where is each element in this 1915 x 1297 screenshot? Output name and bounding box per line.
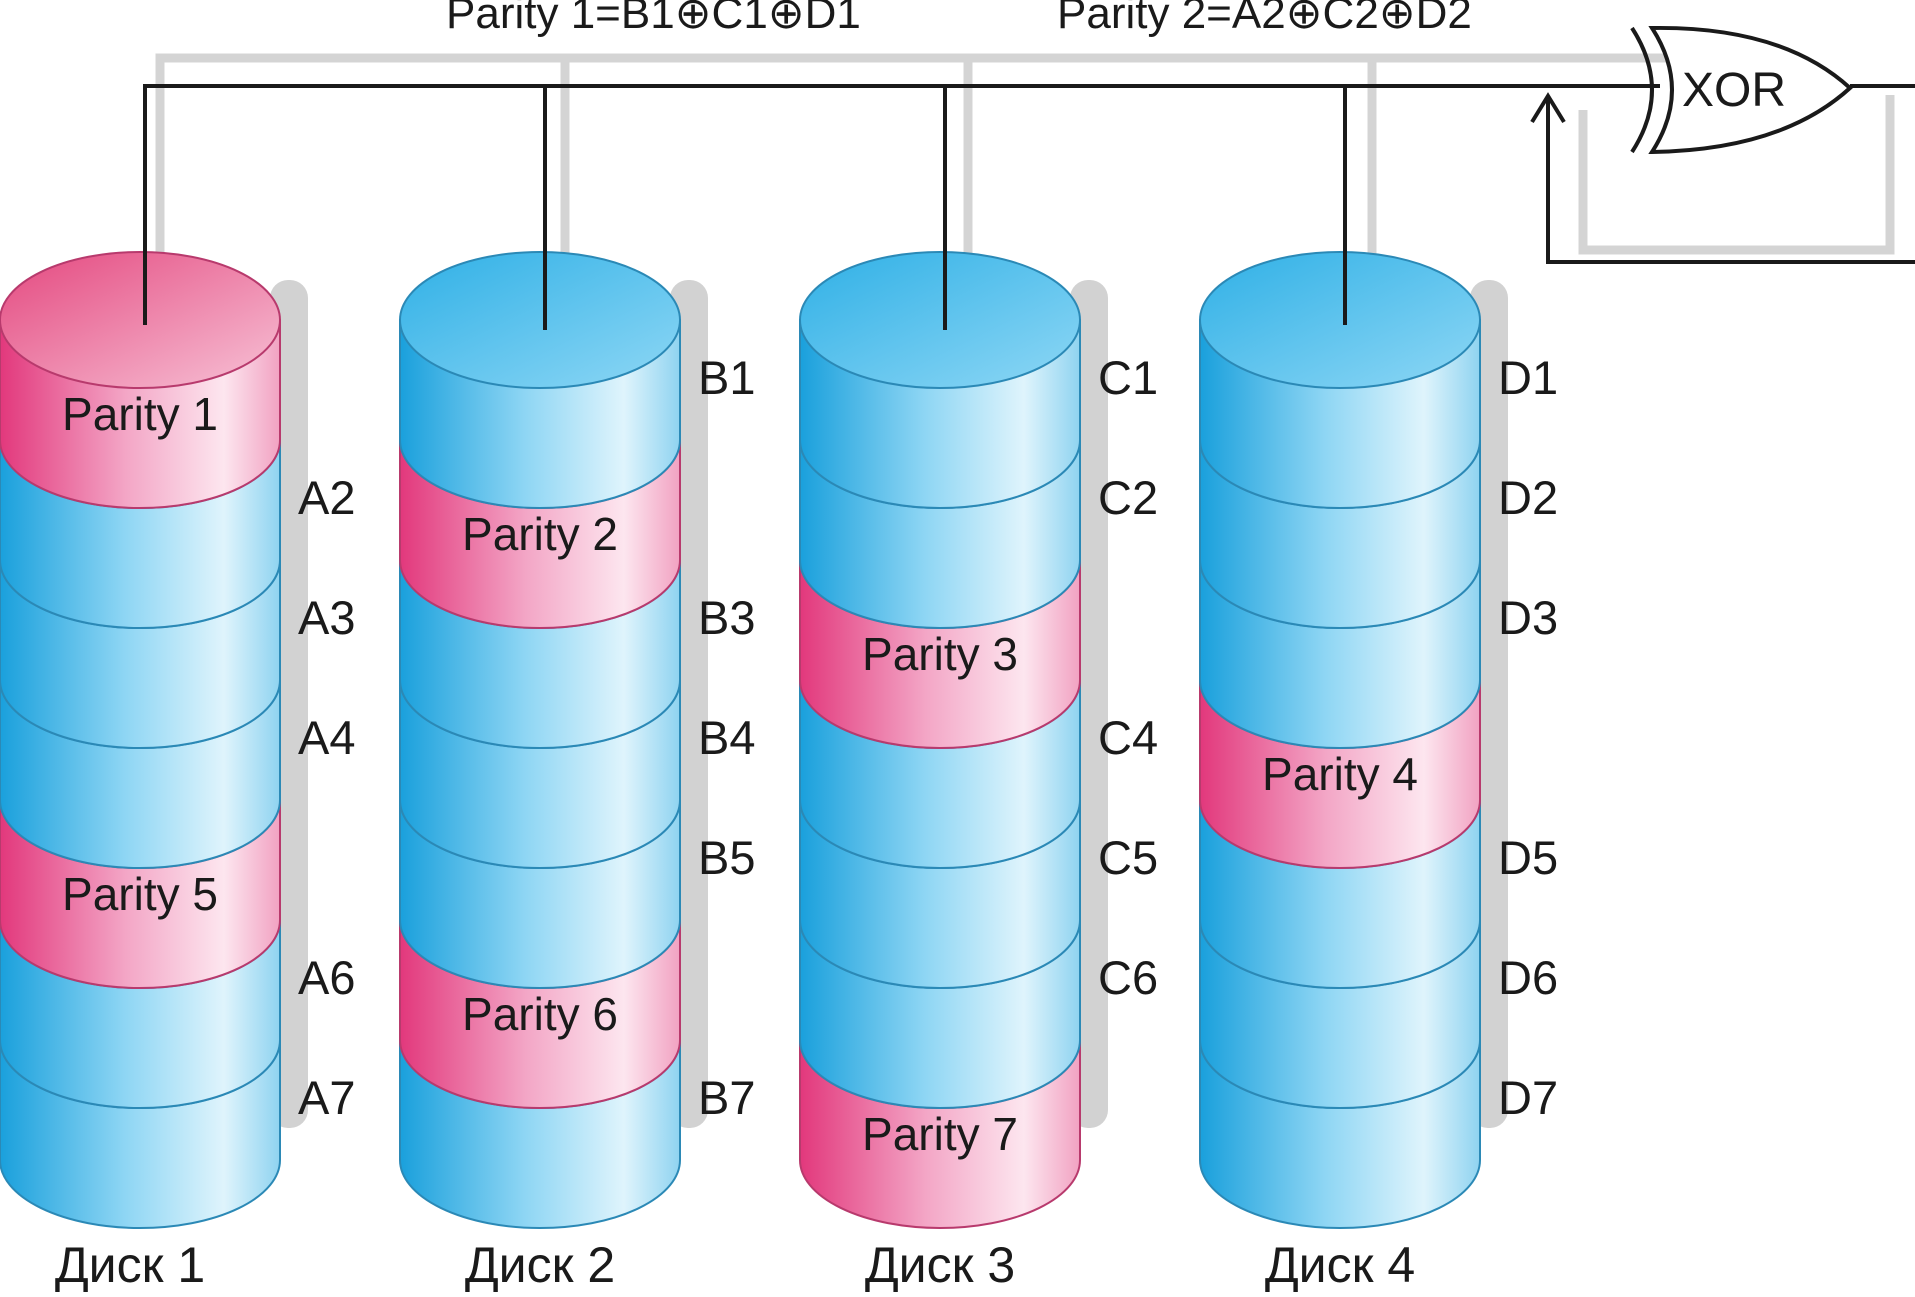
- data-block: [399, 251, 681, 509]
- wire-shadows: [155, 53, 1895, 255]
- data-block: [1199, 251, 1481, 509]
- block-label: B4: [698, 711, 756, 764]
- block-label: D3: [1498, 591, 1558, 644]
- disk2-label: Диск 2: [465, 1237, 615, 1293]
- block-label: B5: [698, 831, 756, 884]
- block-label: D1: [1498, 351, 1558, 404]
- block-label: C5: [1098, 831, 1158, 884]
- block-label: D7: [1498, 1071, 1558, 1124]
- disk1-stack: [0, 251, 281, 1229]
- block-label: A7: [298, 1071, 356, 1124]
- parity1-formula: Parity 1=B1⊕C1⊕D1: [446, 0, 861, 38]
- block-label: A3: [298, 591, 356, 644]
- disk1-label: Диск 1: [55, 1237, 205, 1293]
- disk3-label: Диск 3: [865, 1237, 1015, 1293]
- block-label: C6: [1098, 951, 1158, 1004]
- block-label: D5: [1498, 831, 1558, 884]
- block-label: C2: [1098, 471, 1158, 524]
- parity-label: Parity 4: [1262, 748, 1418, 800]
- feedback-arrow-icon: [1530, 92, 1566, 124]
- block-label: B1: [698, 351, 756, 404]
- block-top: [1199, 251, 1481, 389]
- block-top: [399, 251, 681, 389]
- parity-label: Parity 2: [462, 508, 618, 560]
- parity-block: [0, 251, 281, 509]
- block-label: A6: [298, 951, 356, 1004]
- parity-label: Parity 5: [62, 868, 218, 920]
- parity-label: Parity 6: [462, 988, 618, 1040]
- disk3-stack: [799, 251, 1081, 1229]
- disk4-label: Диск 4: [1265, 1237, 1415, 1293]
- xor-label: XOR: [1682, 64, 1786, 117]
- xor-gate: XOR: [1630, 25, 1853, 155]
- parity-label: Parity 7: [862, 1108, 1018, 1160]
- parity-label: Parity 1: [62, 388, 218, 440]
- block-label: D6: [1498, 951, 1558, 1004]
- block-label: C1: [1098, 351, 1158, 404]
- block-top: [0, 251, 281, 389]
- block-top: [799, 251, 1081, 389]
- block-label: A2: [298, 471, 356, 524]
- block-label: D2: [1498, 471, 1558, 524]
- xor-input-curve: [1630, 26, 1654, 154]
- data-block: [799, 251, 1081, 509]
- xor-gate-body: [1648, 25, 1853, 155]
- bus-wires: [143, 84, 1915, 330]
- bus-line: [143, 84, 1660, 325]
- parity-label: Parity 3: [862, 628, 1018, 680]
- block-label: B3: [698, 591, 756, 644]
- block-label: B7: [698, 1071, 756, 1124]
- disk4-stack: [1199, 251, 1481, 1229]
- disk2-stack: [399, 251, 681, 1229]
- disk-stacks: [0, 251, 1481, 1229]
- block-label: C4: [1098, 711, 1158, 764]
- parity2-formula: Parity 2=A2⊕C2⊕D2: [1057, 0, 1472, 38]
- feedback-wire: [1546, 84, 1915, 264]
- block-label: A4: [298, 711, 356, 764]
